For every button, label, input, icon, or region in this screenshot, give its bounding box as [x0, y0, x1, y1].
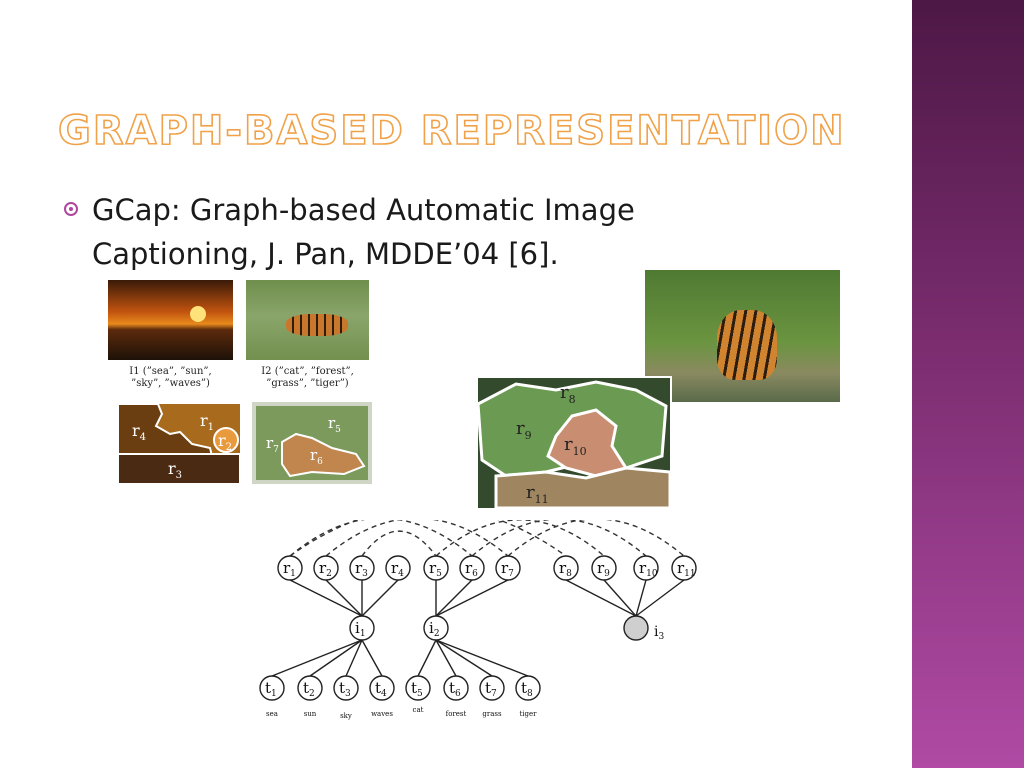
similarity-edge — [471, 520, 647, 557]
region-r9-node — [591, 555, 617, 581]
word-forest: forest — [446, 710, 467, 718]
caption-line: ”sky”, ”waves”) — [131, 378, 210, 389]
caption-line: I2 (”cat”, ”forest”, — [261, 366, 354, 377]
region-r4-node — [385, 555, 411, 581]
region-r3-node — [349, 555, 375, 581]
sunset-photo — [108, 280, 233, 360]
word-cat: cat — [413, 706, 424, 714]
bullet-circle-icon — [64, 202, 78, 216]
tiger-grass-photo — [246, 280, 369, 360]
word-tiger: tiger — [519, 710, 537, 718]
slide-title: Graph-Based Representation — [57, 107, 846, 155]
image-term-edge — [309, 639, 363, 677]
region-image-edge — [635, 579, 647, 617]
bullet-item: GCap: Graph-based Automatic Image Captio… — [64, 188, 714, 276]
term-t8-node — [515, 675, 541, 701]
word-grass: grass — [482, 710, 502, 718]
term-t4-node — [369, 675, 395, 701]
caption-line: I1 (”sea”, ”sun”, — [129, 366, 212, 377]
sun-shape — [190, 306, 206, 322]
region-r10-node — [633, 555, 659, 581]
image-i1-node — [349, 615, 375, 641]
bullet-text: GCap: Graph-based Automatic Image Captio… — [92, 193, 635, 271]
region-r5-node — [423, 555, 449, 581]
image-term-edge — [417, 639, 437, 677]
term-t1-node — [259, 675, 285, 701]
similarity-edge — [289, 520, 473, 557]
tiger-shape — [286, 314, 348, 336]
region-r11-node — [671, 555, 697, 581]
image-i1-label: i1 — [355, 619, 366, 639]
segmented-sunset: r1 r2 r3 r4 — [118, 404, 240, 484]
word-sun: sun — [304, 710, 317, 718]
region-r7-node — [495, 555, 521, 581]
similarity-edge — [435, 520, 605, 557]
similarity-edge — [361, 530, 437, 557]
region-image-edge — [361, 579, 399, 617]
image-term-edge — [435, 639, 529, 677]
similarity-edge — [289, 520, 567, 557]
region-image-edge — [565, 579, 637, 617]
region-image-edge — [435, 579, 473, 617]
segmented-tiger-small: r5 r6 r7 — [252, 402, 372, 484]
term-t7-node — [479, 675, 505, 701]
region-image-edge — [435, 579, 509, 617]
region-r6-node — [459, 555, 485, 581]
image-term-edge — [361, 639, 383, 677]
term-t2-node — [297, 675, 323, 701]
image-caption-i1: I1 (”sea”, ”sun”, ”sky”, ”waves”) — [108, 366, 233, 390]
decorative-sidebar — [912, 0, 1024, 768]
image-term-edge — [345, 639, 363, 677]
region-r1-node — [277, 555, 303, 581]
image-i3-node — [623, 615, 649, 641]
region-image-edge — [289, 579, 363, 617]
image-caption-i2: I2 (”cat”, ”forest”, ”grass”, ”tiger”) — [246, 366, 369, 390]
term-t5-node — [405, 675, 431, 701]
word-waves: waves — [371, 710, 393, 718]
region-image-edge — [603, 579, 637, 617]
term-t1-label: t1 — [265, 679, 277, 699]
image-term-edge — [435, 639, 493, 677]
term-t3-node — [333, 675, 359, 701]
image-i3-label: i3 — [654, 624, 664, 642]
tiger-water-photo — [645, 270, 840, 402]
word-sky: sky — [340, 712, 352, 720]
term-t2-label: t2 — [303, 679, 315, 699]
similarity-edge — [507, 520, 685, 557]
region-image-edge — [635, 579, 685, 617]
image-term-edge — [271, 639, 363, 677]
similarity-edge — [325, 520, 509, 557]
image-term-edge — [435, 639, 457, 677]
term-t6-node — [443, 675, 469, 701]
caption-line: ”grass”, ”tiger”) — [266, 378, 349, 389]
tiger-shape-large — [717, 310, 777, 380]
image-i2-label: i2 — [429, 619, 440, 639]
region-image-edge — [325, 579, 363, 617]
region-r2-node — [313, 555, 339, 581]
region-r8-node — [553, 555, 579, 581]
word-sea: sea — [266, 710, 278, 718]
segmented-tiger-large: r8 r9 r10 r11 — [476, 376, 672, 510]
image-i2-node — [423, 615, 449, 641]
